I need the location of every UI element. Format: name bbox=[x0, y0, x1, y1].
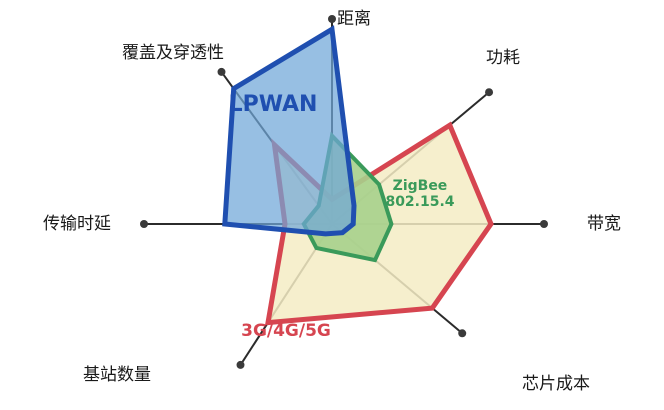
axis-label-4: 芯片成本 bbox=[522, 374, 590, 394]
axis-label-2: 功耗 bbox=[486, 48, 520, 68]
axis-label-7: 覆盖及穿透性 bbox=[122, 43, 224, 63]
axis-end-dot-7 bbox=[217, 67, 226, 76]
radar-series bbox=[222, 25, 494, 326]
axis-end-dot-6 bbox=[140, 220, 148, 228]
axis-end-dot-2 bbox=[485, 88, 494, 97]
axis-end-dot-3 bbox=[540, 220, 548, 228]
axis-label-6: 传输时延 bbox=[43, 214, 111, 234]
series-label-3g-4g-5g: 3G/4G/5G bbox=[241, 321, 331, 341]
axis-label-5: 基站数量 bbox=[83, 365, 151, 385]
axis-end-dot-1 bbox=[328, 15, 336, 23]
axis-label-3: 带宽 bbox=[587, 214, 621, 234]
series-polygon-lpwan bbox=[222, 25, 357, 237]
axis-end-dot-5 bbox=[236, 360, 245, 369]
series-label-lpwan: LPWAN bbox=[229, 92, 318, 117]
axis-label-1: 距离 bbox=[337, 9, 371, 29]
axis-end-dot-4 bbox=[458, 329, 467, 338]
